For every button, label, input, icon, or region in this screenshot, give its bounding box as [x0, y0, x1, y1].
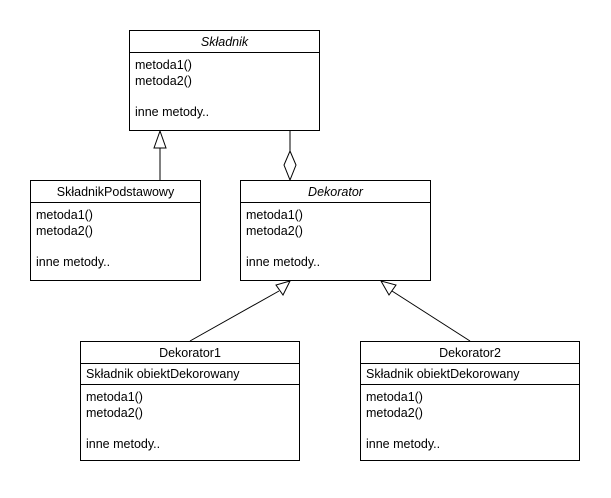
hollow-triangle-arrowhead [275, 280, 291, 296]
generalization-skladnikpodstawowy-to-skladnik [153, 129, 167, 180]
hollow-triangle-arrowhead [379, 280, 397, 296]
method: metoda1() [246, 208, 303, 222]
aggregation-dekorator-to-skladnik [283, 131, 297, 182]
class-methods: metoda1() metoda2() inne metody.. [81, 385, 299, 454]
class-skladnik-podstawowy: SkładnikPodstawowy metoda1() metoda2() i… [30, 180, 201, 281]
class-methods: metoda1() metoda2() inne metody.. [31, 203, 200, 272]
method: metoda1() [86, 390, 143, 404]
class-dekorator: Dekorator metoda1() metoda2() inne metod… [240, 180, 431, 281]
other-methods: inne metody.. [135, 105, 210, 119]
class-dekorator1: Dekorator1 Składnik obiektDekorowany met… [80, 341, 300, 461]
other-methods: inne metody.. [86, 437, 161, 451]
method: metoda1() [366, 390, 423, 404]
class-dekorator2: Dekorator2 Składnik obiektDekorowany met… [360, 341, 580, 461]
class-name: Dekorator2 [361, 342, 579, 364]
class-name: Dekorator [241, 181, 430, 203]
method: metoda1() [135, 58, 192, 72]
method: metoda2() [36, 224, 93, 238]
method: metoda2() [246, 224, 303, 238]
class-methods: metoda1() metoda2() inne metody.. [241, 203, 430, 272]
class-skladnik: Składnik metoda1() metoda2() inne metody… [129, 30, 320, 131]
hollow-diamond [283, 149, 297, 182]
method: metoda2() [86, 406, 143, 420]
class-methods: metoda1() metoda2() inne metody.. [361, 385, 579, 454]
other-methods: inne metody.. [36, 255, 111, 269]
class-attribute: Składnik obiektDekorowany [361, 364, 579, 385]
generalization-dekorator1-to-dekorator [189, 280, 291, 342]
class-methods: metoda1() metoda2() inne metody.. [130, 53, 319, 122]
method: metoda1() [36, 208, 93, 222]
class-attribute: Składnik obiektDekorowany [81, 364, 299, 385]
class-name: Dekorator1 [81, 342, 299, 364]
method: metoda2() [135, 74, 192, 88]
generalization-dekorator2-to-dekorator [379, 280, 471, 342]
other-methods: inne metody.. [366, 437, 441, 451]
hollow-triangle-arrowhead [153, 129, 167, 149]
method: metoda2() [366, 406, 423, 420]
class-name: SkładnikPodstawowy [31, 181, 200, 203]
other-methods: inne metody.. [246, 255, 321, 269]
class-name: Składnik [130, 31, 319, 53]
